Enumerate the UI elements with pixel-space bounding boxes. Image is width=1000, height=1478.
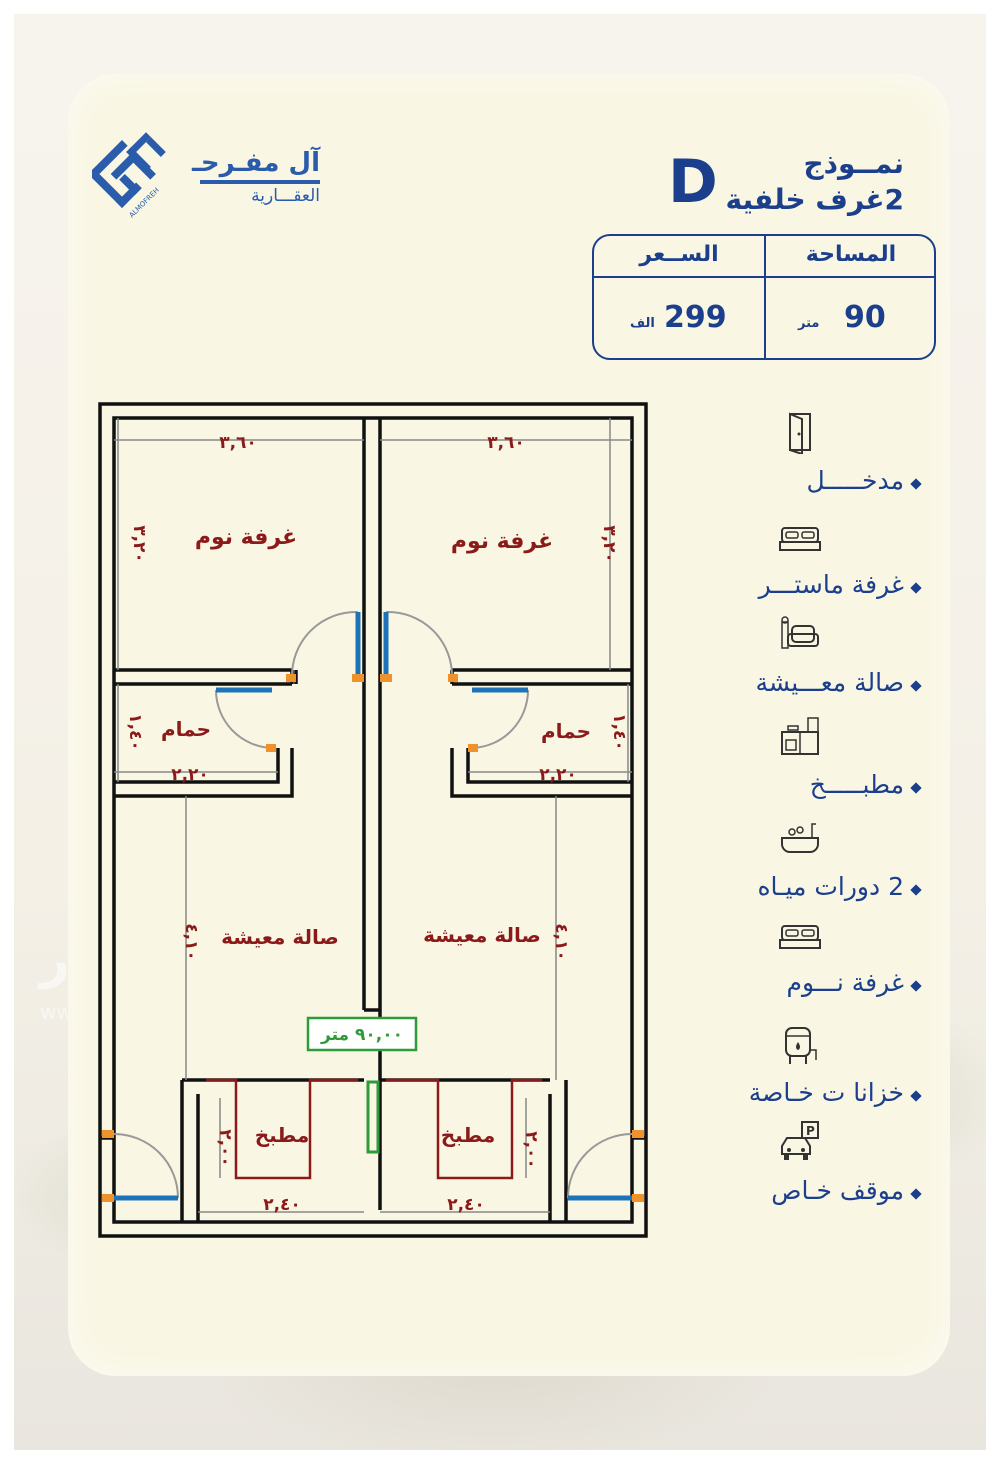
room-label-living-right: صالة معيشة — [423, 923, 541, 947]
dim-bedroom-width-left: ٣,٦٠ — [219, 433, 257, 453]
floor-plan: غرفة نوم غرفة نوم حمام حمام صالة معيشة ص… — [96, 398, 652, 1244]
dim-bedroom-width-right: ٣,٦٠ — [487, 433, 525, 453]
door-icon — [789, 412, 811, 454]
feature-label: 2 دورات ميـاه — [757, 872, 904, 901]
kitchen-icon — [781, 717, 819, 755]
svg-text:P: P — [806, 1124, 815, 1138]
outer-wall — [98, 402, 648, 1238]
inner-wall — [112, 416, 634, 1224]
total-area-box — [306, 1016, 418, 1052]
feature-bathrooms: 2 دورات ميـاه — [690, 816, 930, 906]
feature-label: مدخـــــل — [806, 466, 904, 495]
area-unit: متر — [798, 316, 820, 331]
room-label-kitchen-right: مطبخ — [441, 1123, 495, 1147]
feature-label: غرفة نـــوم — [786, 968, 905, 997]
brand-name: آل مفـرحـ — [192, 148, 321, 178]
feature-water-tanks: خزانا ت خـاصة — [690, 1022, 930, 1112]
price-value: 299 — [664, 300, 727, 335]
feature-entrance: مدخـــــل — [690, 410, 930, 500]
room-label-living-left: صالة معيشة — [221, 925, 339, 949]
bed-icon — [779, 925, 821, 949]
dim-bath-width-left: ٢,٢٠ — [171, 765, 209, 785]
room-label-bath-right: حمام — [541, 719, 591, 743]
price-unit: الف — [630, 316, 655, 331]
feature-bedroom: غرفة نـــوم — [690, 912, 930, 1002]
model-subtitle: 2غرف خلفية — [725, 183, 904, 216]
total-area-label: ٩٠,٠٠ متر — [320, 1025, 403, 1045]
feature-parking: P موقف خـاص — [690, 1120, 930, 1210]
room-label-bedroom-left: غرفة نوم — [195, 525, 297, 550]
feature-label: غرفة ماستـــر — [758, 570, 904, 599]
model-prefix: نمــوذج — [803, 147, 904, 180]
feature-living: صالة معـــيشة — [690, 612, 930, 702]
feature-kitchen: مطبـــــخ — [690, 714, 930, 804]
parking-icon: P — [781, 1121, 819, 1160]
bathtub-icon — [781, 823, 819, 853]
room-label-bath-left: حمام — [161, 717, 211, 741]
dim-kitchen-height-right: ٢,٠٠ — [521, 1131, 541, 1169]
floor-plan-drawing: غرفة نوم غرفة نوم حمام حمام صالة معيشة ص… — [98, 402, 648, 1238]
area-label: المساحة — [805, 242, 897, 267]
feature-label: موقف خـاص — [771, 1176, 904, 1205]
dim-living-height-left: ٤,١٠ — [181, 923, 201, 961]
water-tank-icon — [785, 1027, 817, 1064]
room-label-bedroom-right: غرفة نوم — [451, 529, 553, 554]
dim-bath-height-left: ١,٤٠ — [125, 713, 145, 751]
feature-label: مطبـــــخ — [809, 770, 904, 799]
almofreh-logo: ALMOFREH — [92, 132, 166, 219]
dim-bedroom-height-left: ٣,٢٠ — [129, 525, 149, 563]
model-letter: D — [668, 147, 718, 217]
brand-underline — [200, 180, 321, 184]
sofa-icon — [781, 616, 819, 649]
dim-kitchen-height-left: ٢,٠٠ — [215, 1129, 235, 1167]
area-value: 90 — [844, 300, 886, 335]
dim-bath-height-right: ١,٤٠ — [609, 713, 629, 751]
feature-master-room: غرفة ماستـــر — [690, 514, 930, 604]
feature-label: صالة معـــيشة — [755, 668, 905, 697]
dim-bath-width-right: ٢,٢٠ — [539, 765, 577, 785]
brand-wordmark: آل مفـرحـ العقـــارية — [192, 148, 321, 206]
model-title: نمــوذج 2غرف خلفية — [726, 146, 904, 218]
specs-box: الســعر المساحة الف 299 متر 90 — [592, 234, 936, 360]
bed-icon — [779, 527, 821, 551]
feature-label: خزانا ت خـاصة — [748, 1078, 904, 1107]
dim-kitchen-width-right: ٢,٤٠ — [447, 1195, 485, 1215]
brand-sub: العقـــارية — [251, 186, 321, 206]
room-label-kitchen-left: مطبخ — [255, 1123, 309, 1147]
price-label: الســعر — [639, 242, 719, 267]
dim-bedroom-height-right: ٣,٢٠ — [599, 525, 619, 563]
dim-kitchen-width-left: ٢,٤٠ — [263, 1195, 301, 1215]
dim-living-height-right: ٤,١٠ — [551, 923, 571, 961]
